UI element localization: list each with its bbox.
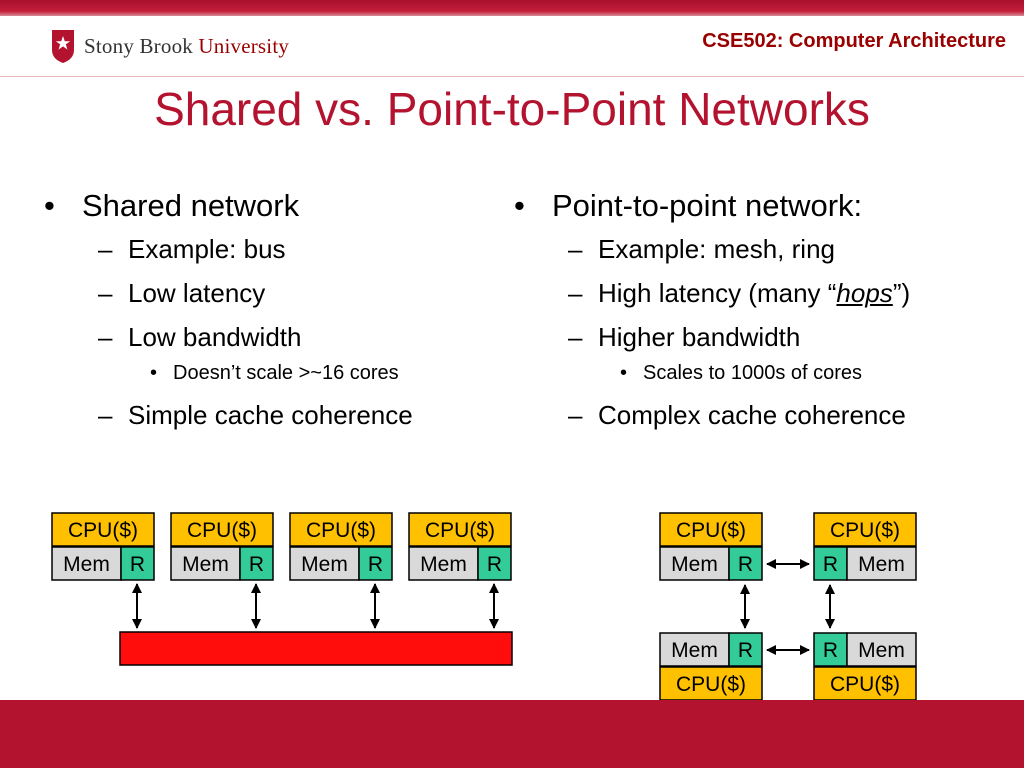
router-box [239, 546, 274, 581]
router-box [477, 546, 512, 581]
mem-box [170, 546, 241, 581]
mem-box [408, 546, 479, 581]
router-label: R [823, 639, 838, 662]
mem-box [659, 546, 730, 581]
header-divider [0, 76, 1024, 77]
cpu-box [813, 666, 917, 701]
cpu-box [170, 512, 274, 547]
mem-label: Mem [671, 639, 718, 662]
sub-sub-bullet-text: Doesn’t scale >~16 cores [173, 362, 399, 384]
cpu-label: CPU($) [187, 519, 257, 542]
router-label: R [823, 553, 838, 576]
cpu-label: CPU($) [676, 673, 746, 696]
mem-label: Mem [301, 553, 348, 576]
cpu-box [813, 512, 917, 547]
mem-label: Mem [420, 553, 467, 576]
router-label: R [738, 639, 753, 662]
sub-bullet-text-end: ”) [892, 278, 911, 308]
sub-bullet-text: Simple cache coherence [128, 400, 413, 430]
sub-bullet-text: Higher bandwidth [598, 322, 801, 352]
cpu-box [51, 512, 155, 547]
bullet-text: Point-to-point network: [552, 188, 863, 223]
router-label: R [368, 553, 383, 576]
cpu-label: CPU($) [306, 519, 376, 542]
left-bullets: •Shared network –Example: bus –Low laten… [44, 188, 484, 444]
sub-sub-bullet-text: Scales to 1000s of cores [643, 362, 863, 384]
mem-box [846, 632, 917, 667]
bullet-shared-network: •Shared network [44, 188, 300, 223]
cpu-label: CPU($) [830, 519, 900, 542]
router-box [358, 546, 393, 581]
cpu-label: CPU($) [425, 519, 495, 542]
hops-emphasis: hops [836, 278, 893, 308]
logo-wordmark-main: Stony Brook [84, 33, 193, 58]
sub-bullet-text: Low latency [128, 278, 266, 308]
sub-sub-bullet: •Scales to 1000s of cores [620, 362, 863, 384]
mem-box [659, 632, 730, 667]
sub-bullet: –Low bandwidth [98, 322, 302, 352]
mem-box [51, 546, 122, 581]
mem-label: Mem [858, 553, 905, 576]
right-bullets: •Point-to-point network: –Example: mesh,… [514, 188, 1004, 444]
university-logo: Stony Brook University [50, 26, 289, 66]
course-label: CSE502: Computer Architecture [702, 30, 1006, 52]
sub-bullet-text: Example: mesh, ring [598, 234, 835, 264]
sub-bullet: –Example: mesh, ring [568, 234, 835, 264]
cpu-box [408, 512, 512, 547]
router-box [728, 546, 763, 581]
sub-bullet-text: High latency (many “ [598, 278, 837, 308]
router-box [728, 632, 763, 667]
logo-wordmark-university: University [198, 33, 290, 58]
router-box [120, 546, 155, 581]
sub-bullet: –High latency (many “hops”) [568, 278, 911, 308]
cpu-label: CPU($) [676, 519, 746, 542]
sub-bullet-text: Complex cache coherence [598, 400, 906, 430]
cpu-box [659, 666, 763, 701]
router-box [813, 546, 848, 581]
sub-bullet: –Higher bandwidth [568, 322, 801, 352]
cpu-label: CPU($) [830, 673, 900, 696]
router-label: R [487, 553, 502, 576]
cpu-box [659, 512, 763, 547]
mem-box [846, 546, 917, 581]
router-label: R [738, 553, 753, 576]
router-label: R [130, 553, 145, 576]
sub-bullet-text: Example: bus [128, 234, 286, 264]
mem-label: Mem [858, 639, 905, 662]
bullet-text: Shared network [82, 188, 300, 223]
router-box [813, 632, 848, 667]
sub-bullet-text: Low bandwidth [128, 322, 302, 352]
cpu-box [289, 512, 393, 547]
star-shield-icon [52, 30, 74, 63]
cpu-label: CPU($) [68, 519, 138, 542]
sub-bullet: –Low latency [98, 278, 266, 308]
bottom-accent-bar [0, 700, 1024, 768]
top-accent-bar [0, 0, 1024, 16]
sub-sub-bullet: •Doesn’t scale >~16 cores [150, 362, 399, 384]
mem-label: Mem [63, 553, 110, 576]
logo-wordmark: Stony Brook University [84, 34, 289, 59]
slide-title: Shared vs. Point-to-Point Networks [154, 83, 870, 135]
router-label: R [249, 553, 264, 576]
mem-label: Mem [671, 553, 718, 576]
shared-bus [119, 631, 513, 666]
mem-label: Mem [182, 553, 229, 576]
sub-bullet: –Example: bus [98, 234, 286, 264]
sub-bullet: –Complex cache coherence [568, 400, 906, 430]
sub-bullet: –Simple cache coherence [98, 400, 413, 430]
bullet-point-to-point: •Point-to-point network: [514, 188, 863, 223]
